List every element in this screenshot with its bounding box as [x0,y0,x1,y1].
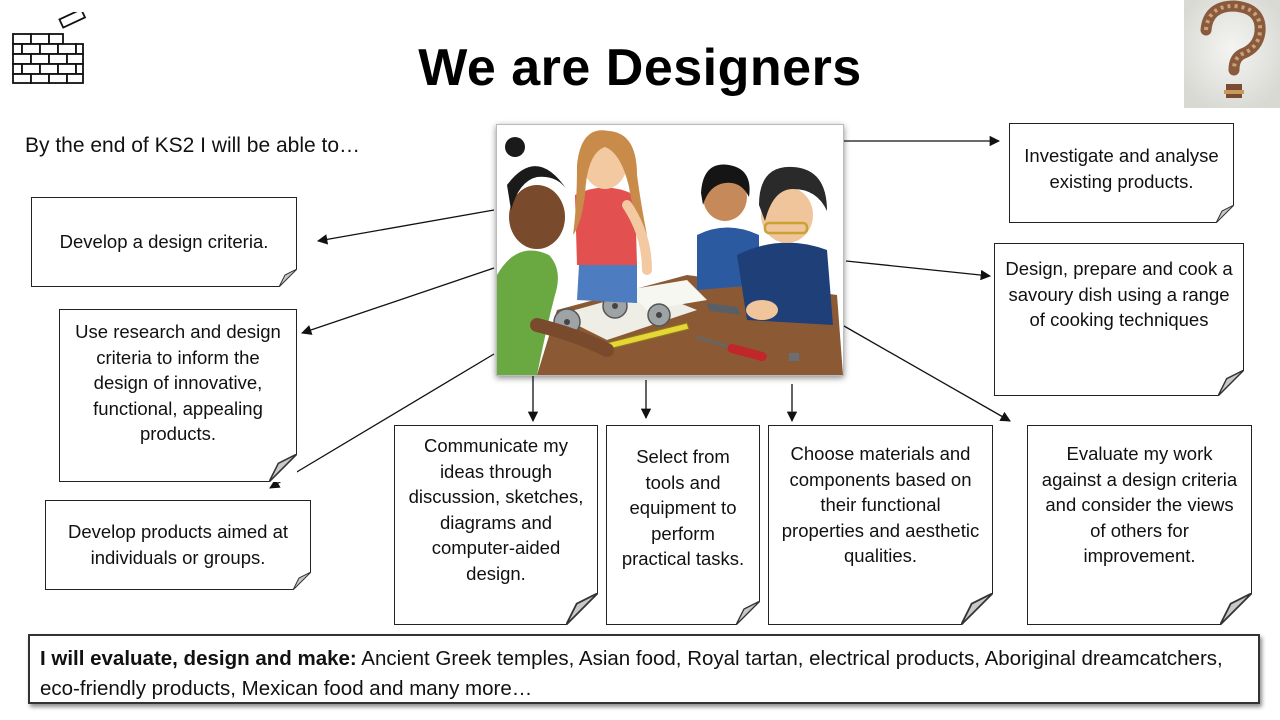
note-cook-savoury-dish: Design, prepare and cook a savoury dish … [994,243,1244,396]
brick-wall-icon [12,12,87,84]
note-text: Evaluate my work against a design criter… [1041,443,1238,567]
page-curl-icon [1218,370,1244,396]
note-develop-products: Develop products aimed at individuals or… [45,500,311,590]
note-choose-materials: Choose materials and components based on… [768,425,993,625]
question-mark-icon [1184,0,1280,108]
page-curl-icon [293,572,311,590]
page-curl-icon [1216,205,1234,223]
note-text: Select from tools and equipment to perfo… [621,446,745,570]
note-communicate-ideas: Communicate my ideas through discussion,… [394,425,598,625]
page-curl-icon [279,269,297,287]
note-text: Develop products aimed at individuals or… [67,521,289,568]
note-select-tools: Select from tools and equipment to perfo… [606,425,760,625]
intro-text: By the end of KS2 I will be able to… [25,134,361,157]
note-text: Design, prepare and cook a savoury dish … [1005,258,1233,331]
summary-bold-lead: I will evaluate, design and make: [40,647,357,670]
page-title: We are Designers [418,39,862,97]
note-text: Investigate and analyse existing product… [1024,145,1219,192]
summary-text: Ancient Greek temples, Asian food, Royal… [40,647,1223,700]
note-text: Communicate my ideas through discussion,… [408,435,584,584]
page-curl-icon [736,601,760,625]
note-text: Develop a design criteria. [59,231,269,253]
page-curl-icon [566,593,598,625]
page-curl-icon [269,454,297,482]
note-develop-design-criteria: Develop a design criteria. [31,197,297,287]
note-investigate-products: Investigate and analyse existing product… [1009,123,1234,223]
note-text: Use research and design criteria to info… [75,321,281,445]
note-text: Choose materials and components based on… [781,443,980,567]
page-curl-icon [961,593,993,625]
children-designing-illustration [496,124,844,376]
note-evaluate-work: Evaluate my work against a design criter… [1027,425,1252,625]
note-use-research: Use research and design criteria to info… [59,309,297,482]
summary-bar: I will evaluate, design and make: Ancien… [28,634,1260,704]
page-curl-icon [1220,593,1252,625]
